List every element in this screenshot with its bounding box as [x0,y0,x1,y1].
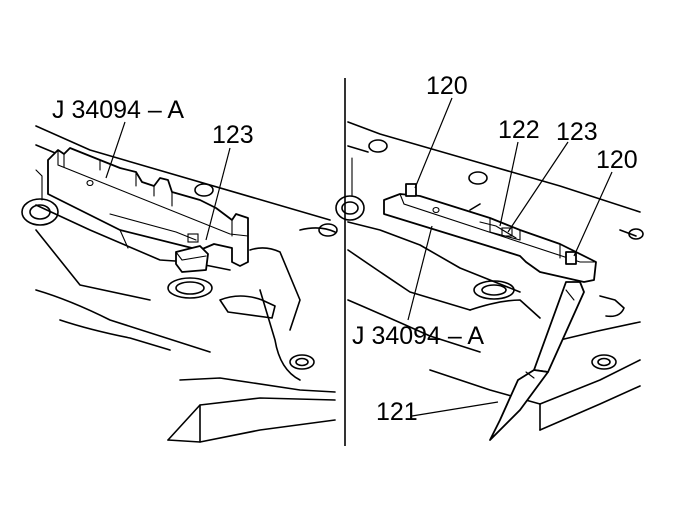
right-tool-j34094a [383,183,597,441]
label-120-top: 120 [426,72,468,100]
label-120-right: 120 [596,146,638,174]
left-valve-body [21,125,338,443]
right-panel: 120 122 123 120 J 34094 – A 121 [335,72,644,441]
label-122: 122 [498,116,540,144]
left-panel: J 34094 – A 123 [21,96,338,443]
right-valve-body [335,121,644,431]
left-part-label-123: 123 [212,121,254,149]
left-tool-label: J 34094 – A [52,96,184,124]
label-121: 121 [376,398,418,426]
label-123-right: 123 [556,118,598,146]
right-tool-label: J 34094 – A [352,322,484,350]
left-tool-j34094a [47,147,249,273]
